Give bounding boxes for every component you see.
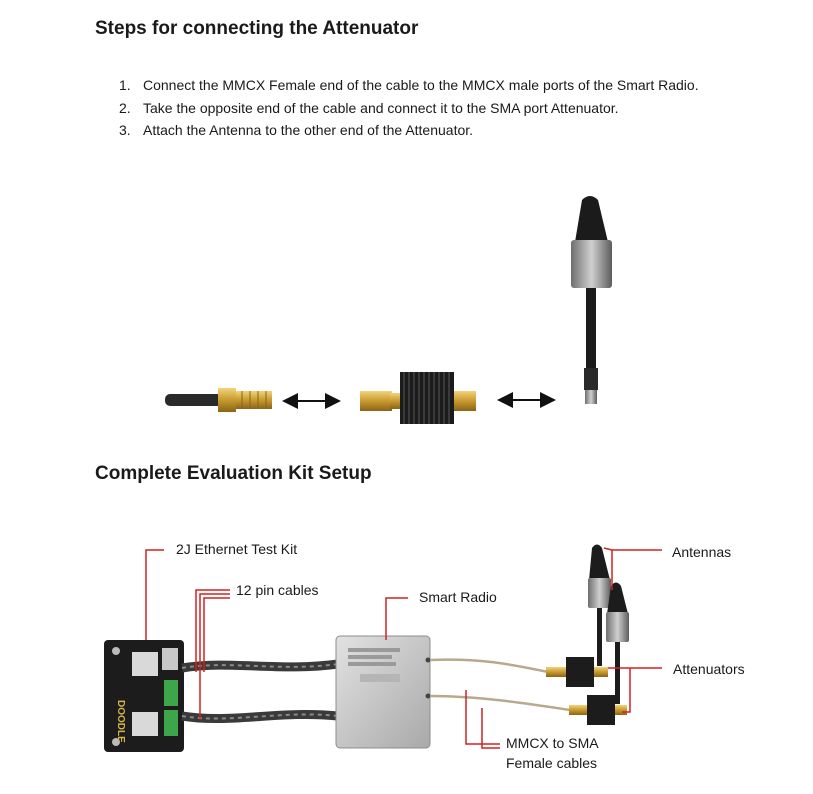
section-title-connecting-attenuator: Steps for connecting the Attenuator — [95, 18, 419, 39]
antenna-image — [571, 196, 612, 404]
section-title-evaluation-kit: Complete Evaluation Kit Setup — [95, 463, 372, 484]
antennas-devices — [588, 544, 629, 704]
callout-lines — [145, 547, 662, 749]
twelve-pin-cables — [181, 659, 339, 724]
step-text: Take the opposite end of the cable and c… — [143, 99, 619, 116]
label-antennas: Antennas — [672, 544, 732, 560]
label-smart-radio: Smart Radio — [419, 589, 497, 605]
label-mmcx-line1: MMCX to SMA — [506, 735, 599, 751]
label-ethernet-test-kit: 2J Ethernet Test Kit — [176, 541, 298, 557]
attenuator-image — [360, 372, 476, 424]
smart-radio-device — [335, 635, 431, 749]
label-mmcx-line2: Female cables — [506, 755, 598, 771]
label-12-pin-cables: 12 pin cables — [236, 582, 319, 598]
sma-female-cable — [165, 388, 272, 412]
steps-list: 1.Connect the MMCX Female end of the cab… — [119, 74, 719, 142]
label-attenuators: Attenuators — [673, 661, 745, 677]
ethernet-test-kit-board: DOODLE — [104, 640, 184, 752]
list-item: 1.Connect the MMCX Female end of the cab… — [119, 77, 699, 93]
attenuators-devices — [546, 657, 627, 725]
step-text: Attach the Antenna to the other end of t… — [143, 122, 474, 138]
step-text: Connect the MMCX Female end of the cable… — [143, 77, 699, 93]
svg-text:DOODLE: DOODLE — [115, 700, 126, 743]
list-item: 3.Attach the Antenna to the other end of… — [119, 122, 474, 138]
mmcx-sma-cables — [429, 658, 571, 712]
list-item: 2.Take the opposite end of the cable and… — [119, 99, 619, 116]
